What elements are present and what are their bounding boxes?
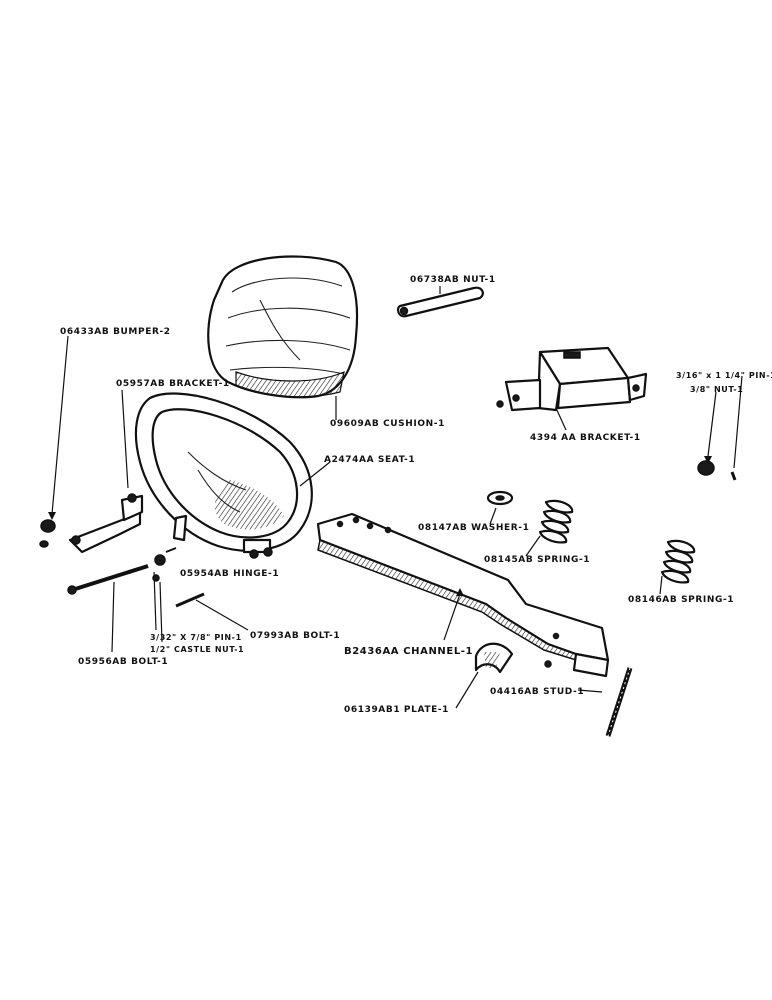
label-seat-a2474aa: A2474AA SEAT-1 — [324, 455, 415, 465]
plate-part — [474, 642, 514, 674]
label-hinge-05954ab: 05954AB HINGE-1 — [180, 569, 279, 579]
long-bolt-part — [67, 564, 149, 595]
channel-part — [316, 512, 610, 678]
stud-part — [605, 667, 633, 737]
bumper-part — [39, 519, 56, 548]
label-washer-08147ab: 08147AB WASHER-1 — [418, 523, 529, 533]
small-bolt-part — [175, 592, 205, 608]
label-stud-04416ab: 04416AB STUD-1 — [490, 687, 584, 697]
small-nut-part — [697, 460, 715, 476]
castle-nut-part — [152, 547, 177, 582]
bracket-05957ab-part — [68, 493, 144, 554]
label-castle-nut: 1/2" CASTLE NUT-1 — [150, 645, 244, 654]
label-bumper-06433ab: 06433AB BUMPER-2 — [60, 327, 171, 337]
label-pin-castle: 3/32" X 7/8" PIN-1 — [150, 633, 242, 642]
spring-08145ab-part — [538, 499, 574, 544]
small-pin-part — [730, 471, 737, 481]
seat-part — [134, 392, 313, 559]
label-channel-b2436aa: B2436AA CHANNEL-1 — [344, 646, 473, 657]
label-nut-small: 3/8" NUT-1 — [690, 385, 743, 394]
label-bolt-05956ab: 05956AB BOLT-1 — [78, 657, 168, 667]
label-cushion-09609ab: 09609AB CUSHION-1 — [330, 419, 445, 429]
label-bracket-05957ab: 05957AB BRACKET-1 — [116, 379, 230, 389]
label-plate-06139ab1: 06139AB1 PLATE-1 — [344, 705, 449, 715]
bracket-4394aa-part — [496, 346, 648, 412]
washer-part — [486, 490, 514, 506]
label-spring-08146ab: 08146AB SPRING-1 — [628, 595, 734, 605]
label-bolt-07993ab: 07993AB BOLT-1 — [250, 631, 340, 641]
nut-bar-part — [396, 286, 484, 318]
label-nut-06738ab: 06738AB NUT-1 — [410, 275, 496, 285]
cushion-part — [207, 255, 359, 399]
hinge-part — [172, 514, 188, 542]
label-pin-small: 3/16" x 1 1/4" PIN-1 — [676, 371, 772, 380]
label-bracket-4394aa: 4394 AA BRACKET-1 — [530, 433, 641, 443]
spring-08146ab-part — [660, 539, 696, 584]
label-spring-08145ab: 08145AB SPRING-1 — [484, 555, 590, 565]
